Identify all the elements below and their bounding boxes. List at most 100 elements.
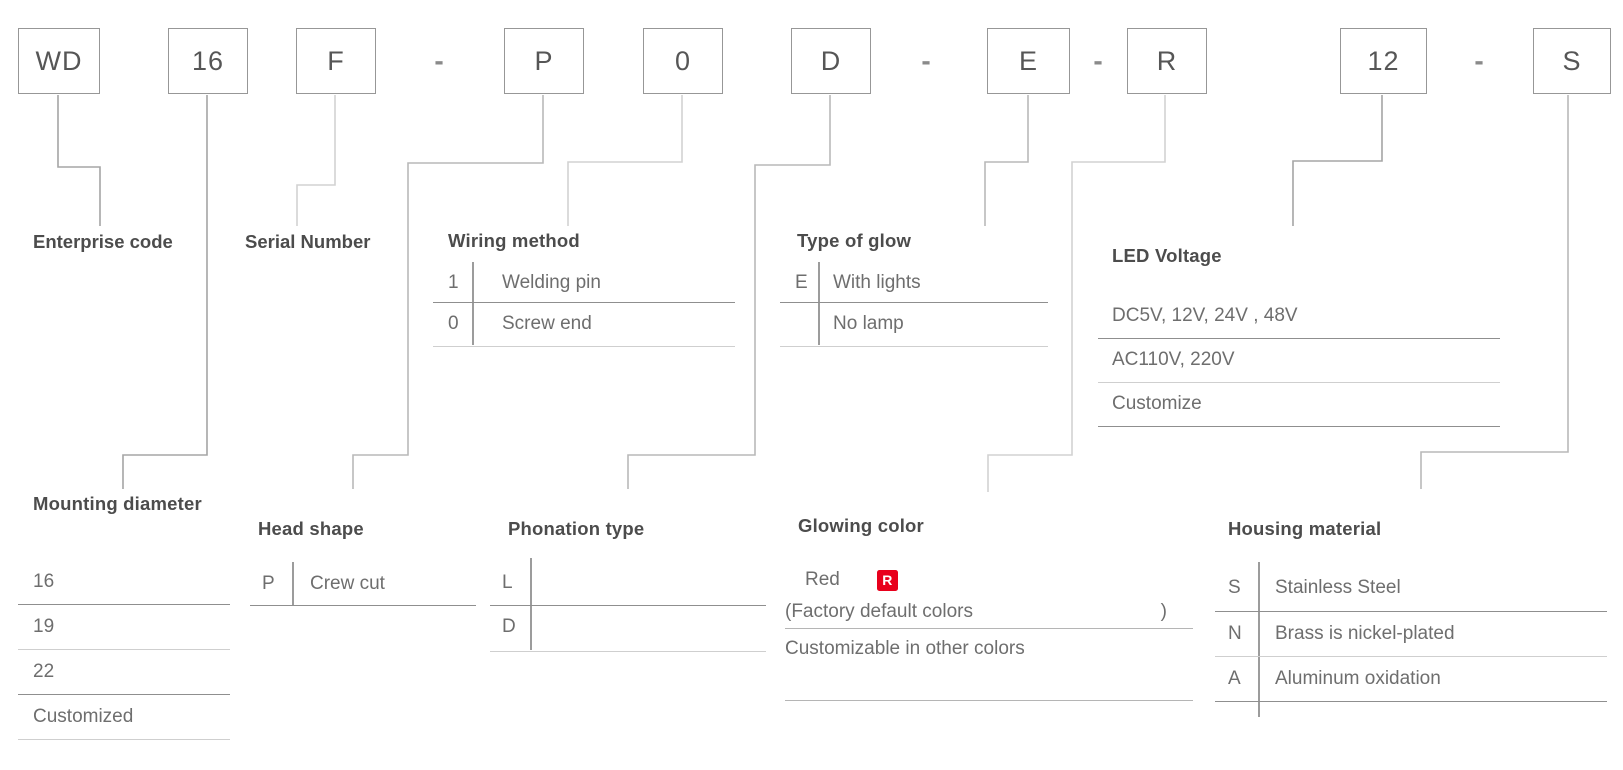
wiring-row-desc: Welding pin — [502, 272, 601, 293]
connector-head — [352, 95, 544, 489]
led-voltage-table: DC5V, 12V, 24V , 48V AC110V, 220V Custom… — [1098, 295, 1500, 427]
code-box-housing: S — [1533, 28, 1611, 94]
connector-mounting — [122, 95, 208, 489]
wiring-table: 1 Welding pin 0 Screw end — [433, 262, 735, 347]
housing-row-code: A — [1228, 668, 1241, 689]
led-voltage-row: Customize — [1098, 383, 1500, 427]
red-color-badge: R — [876, 569, 898, 591]
mounting-row: 19 — [18, 605, 230, 650]
code-box-wiring: 0 — [643, 28, 723, 94]
serial-number-label: Serial Number — [245, 231, 371, 252]
housing-material-section: Housing material S Stainless Steel N Bra… — [1215, 518, 1607, 717]
head-shape-row: P Crew cut — [250, 563, 476, 606]
glowing-factory-note-close: ) — [1160, 601, 1167, 622]
housing-row-code: S — [1228, 577, 1241, 598]
mounting-row: 22 — [18, 650, 230, 695]
head-shape-table: P Crew cut — [250, 563, 476, 606]
wiring-method-title: Wiring method — [448, 230, 580, 251]
mounting-diameter-table: 16 19 22 Customized — [18, 560, 230, 740]
type-of-glow-section: Type of glow E With lights No lamp — [780, 230, 1048, 347]
code-separator-dash: - — [921, 45, 931, 76]
connector-enterprise — [57, 95, 101, 226]
glow-row-desc: No lamp — [833, 313, 904, 334]
code-separator-dash: - — [1474, 45, 1484, 76]
glowing-default-row: Red R — [805, 565, 898, 595]
glow-row: No lamp — [780, 303, 1048, 347]
led-voltage-row: AC110V, 220V — [1098, 339, 1500, 383]
mounting-row: 16 — [18, 560, 230, 605]
mounting-row-value: 22 — [33, 661, 55, 682]
phonation-type-title: Phonation type — [508, 518, 645, 539]
wiring-row: 1 Welding pin — [433, 262, 735, 303]
led-voltage-customize: Customize — [1112, 393, 1202, 414]
led-voltage-dc-options: DC5V, 12V, 24V , 48V — [1112, 305, 1298, 326]
wiring-row: 0 Screw end — [433, 303, 735, 347]
wiring-method-section: Wiring method 1 Welding pin 0 Screw end — [433, 230, 735, 347]
housing-table: S Stainless Steel N Brass is nickel-plat… — [1215, 566, 1607, 702]
code-box-enterprise: WD — [18, 28, 100, 94]
head-shape-row-code: P — [262, 573, 275, 594]
connector-serial — [296, 95, 336, 226]
phonation-row: D — [490, 606, 766, 652]
connector-phonation — [627, 95, 831, 489]
glowing-bottom-line — [785, 700, 1193, 701]
code-box-mounting: 16 — [168, 28, 248, 94]
housing-row-desc: Stainless Steel — [1275, 577, 1401, 598]
housing-row-desc: Brass is nickel-plated — [1275, 623, 1455, 644]
phonation-divider — [530, 558, 532, 650]
code-box-led: 12 — [1340, 28, 1427, 94]
connector-housing — [1420, 95, 1569, 489]
glow-row: E With lights — [780, 262, 1048, 303]
housing-row: N Brass is nickel-plated — [1215, 612, 1607, 657]
connector-led — [1292, 95, 1383, 226]
code-box-glow: E — [987, 28, 1070, 94]
wiring-row-desc: Screw end — [502, 313, 592, 334]
housing-material-title: Housing material — [1228, 518, 1382, 539]
glowing-separator-line — [785, 628, 1193, 629]
glowing-factory-note-text: (Factory default colors — [785, 601, 973, 622]
head-shape-section: Head shape P Crew cut — [250, 518, 476, 606]
mounting-row: Customized — [18, 695, 230, 740]
led-voltage-row: DC5V, 12V, 24V , 48V — [1098, 295, 1500, 339]
code-box-glowing: R — [1127, 28, 1207, 94]
head-shape-divider — [292, 562, 294, 605]
led-voltage-section: LED Voltage DC5V, 12V, 24V , 48V AC110V,… — [1098, 245, 1500, 427]
housing-divider — [1258, 562, 1260, 717]
head-shape-title: Head shape — [258, 518, 364, 539]
phonation-table: L D — [490, 562, 766, 652]
led-voltage-title: LED Voltage — [1112, 245, 1222, 266]
glowing-customizable-text: Customizable in other colors — [785, 638, 1025, 659]
enterprise-code-label: Enterprise code — [33, 231, 173, 252]
head-shape-row-desc: Crew cut — [310, 573, 385, 594]
mounting-diameter-title: Mounting diameter — [33, 493, 202, 514]
connector-wiring — [567, 95, 683, 226]
glowing-color-title: Glowing color — [798, 515, 924, 536]
code-box-phonation: D — [791, 28, 871, 94]
code-separator-dash: - — [434, 45, 444, 76]
glowing-default-color: Red — [805, 569, 840, 590]
code-box-head: P — [504, 28, 584, 94]
phonation-row-code: D — [502, 616, 516, 637]
wiring-table-divider — [472, 262, 474, 345]
phonation-type-section: Phonation type L D — [490, 518, 766, 652]
type-of-glow-title: Type of glow — [797, 230, 912, 251]
housing-row: A Aluminum oxidation — [1215, 657, 1607, 702]
phonation-row-code: L — [502, 572, 513, 593]
mounting-diameter-section: Mounting diameter 16 19 22 Customized — [18, 493, 230, 740]
glow-table-divider — [818, 262, 820, 345]
phonation-row: L — [490, 562, 766, 606]
glow-row-desc: With lights — [833, 272, 921, 293]
housing-row: S Stainless Steel — [1215, 566, 1607, 612]
glowing-color-section: Glowing color Red R (Factory default col… — [780, 515, 1193, 701]
connector-glowing — [987, 95, 1166, 492]
wiring-row-code: 0 — [448, 313, 459, 334]
connector-glow — [984, 95, 1029, 226]
mounting-row-value: 16 — [33, 571, 55, 592]
code-separator-dash: - — [1093, 45, 1103, 76]
code-box-serial: F — [296, 28, 376, 94]
mounting-row-value: Customized — [33, 706, 134, 727]
glowing-factory-note: (Factory default colors ) — [785, 598, 1167, 626]
wiring-row-code: 1 — [448, 272, 459, 293]
